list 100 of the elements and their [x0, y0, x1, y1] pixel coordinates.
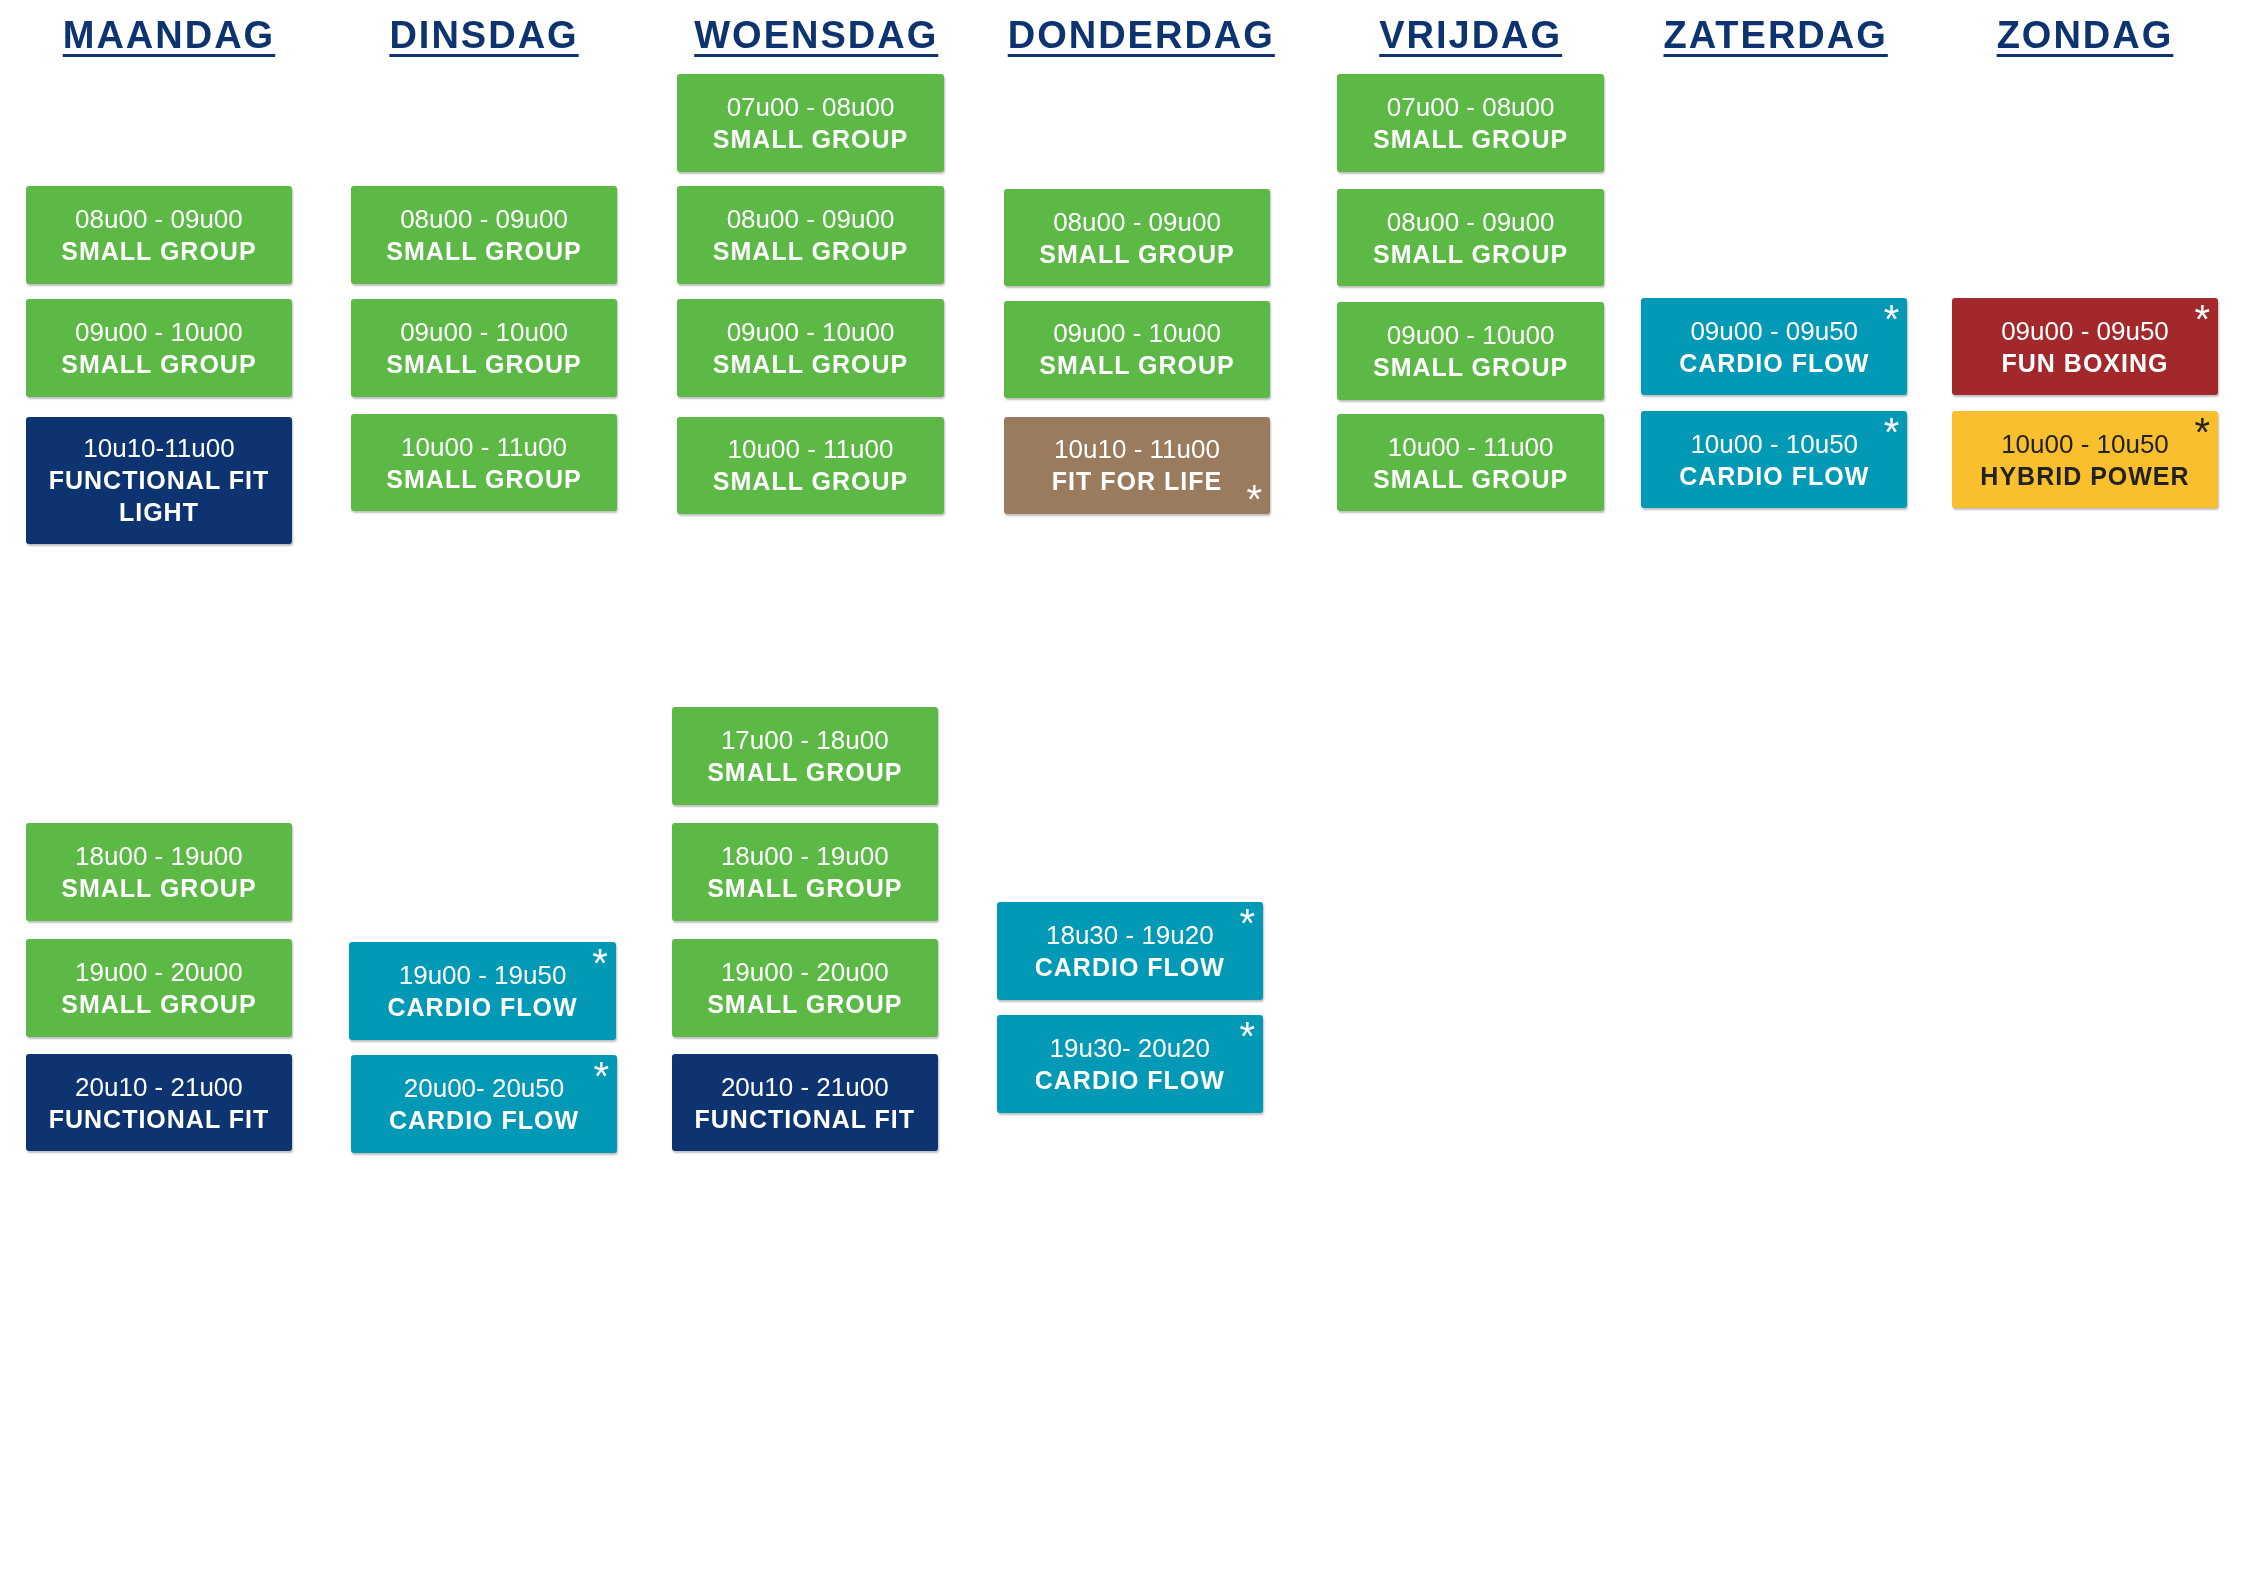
class-block	[1951, 297, 2219, 396]
time-slot: 20u00- 20u50	[403, 1072, 565, 1105]
class-name: SMALL GROUP	[60, 873, 258, 905]
time-slot: 18u30 - 19u20	[1046, 918, 1214, 951]
time-slot: 18u00 - 19u00	[720, 840, 889, 873]
class-block	[671, 823, 938, 921]
class-block	[1337, 302, 1604, 400]
time-slot: 08u00 - 09u00	[1053, 205, 1221, 238]
class-name: CARDIO FLOW	[387, 1105, 581, 1137]
day-heading: VRIJDAG	[1379, 14, 1563, 57]
class-name: SMALL GROUP	[706, 873, 904, 905]
class-name: SMALL GROUP	[1372, 124, 1570, 156]
day-heading: ZATERDAG	[1663, 14, 1888, 57]
time-slot: 07u00 - 08u00	[726, 91, 895, 124]
time-slot: 10u00 - 11u00	[727, 433, 894, 466]
asterisk-mark: *	[1246, 484, 1263, 509]
time-slot: 10u00 - 10u50	[1690, 427, 1859, 460]
class-name: SMALL GROUP	[60, 235, 258, 267]
time-slot: 10u10 - 11u00	[1054, 433, 1220, 466]
time-slot: 09u00 - 10u00	[726, 315, 895, 348]
class-name: SMALL GROUP	[385, 463, 583, 495]
asterisk-mark: *	[2194, 303, 2211, 328]
class-name: SMALL GROUP	[1038, 238, 1236, 270]
asterisk-mark: *	[2194, 416, 2211, 441]
class-name: SMALL GROUP	[60, 989, 258, 1021]
class-name: CARDIO FLOW	[1678, 460, 1871, 492]
class-name: CARDIO FLOW	[386, 991, 579, 1023]
time-slot: 20u10 - 21u00	[75, 1070, 243, 1103]
time-slot: 20u10 - 21u00	[720, 1070, 889, 1103]
class-name: SMALL GROUP	[711, 235, 910, 267]
time-slot: 18u00 - 19u00	[75, 840, 243, 873]
time-slot: 09u00 - 10u00	[1053, 317, 1221, 350]
class-block	[25, 823, 293, 921]
time-slot: 10u00 - 11u00	[1387, 430, 1554, 463]
class-block	[1337, 189, 1604, 287]
class-block	[25, 299, 293, 397]
class-name: SMALL GROUP	[711, 124, 910, 156]
time-slot: 10u10-11u00	[83, 432, 235, 465]
asterisk-mark: *	[1883, 416, 1900, 441]
class-name: SMALL GROUP	[706, 989, 904, 1021]
class-name: SMALL GROUP	[711, 348, 910, 380]
class-block	[25, 186, 293, 284]
class-block	[671, 707, 938, 805]
time-slot: 08u00 - 09u00	[726, 202, 895, 235]
class-block	[1641, 297, 1908, 396]
asterisk-mark: *	[593, 1061, 610, 1086]
time-slot: 08u00 - 09u00	[75, 202, 243, 235]
class-block	[1003, 416, 1271, 515]
class-block	[677, 416, 944, 515]
day-heading: DINSDAG	[389, 14, 579, 57]
class-block	[25, 416, 293, 545]
class-name: FUNCTIONAL FIT LIGHT	[47, 465, 271, 529]
class-block	[1003, 189, 1271, 287]
asterisk-mark: *	[1239, 1021, 1255, 1046]
class-name: FUNCTIONAL FIT	[693, 1103, 916, 1135]
class-block	[350, 186, 618, 284]
class-block	[1641, 410, 1908, 509]
time-slot: 17u00 - 18u00	[720, 724, 889, 757]
class-name: CARDIO FLOW	[1033, 951, 1226, 983]
time-slot: 09u00 - 09u50	[2001, 314, 2169, 347]
class-block	[677, 299, 944, 397]
class-name: SMALL GROUP	[1372, 351, 1570, 383]
class-block	[25, 939, 293, 1037]
class-name: SMALL GROUP	[1372, 463, 1570, 495]
class-block	[350, 413, 618, 512]
asterisk-mark: *	[1883, 303, 1900, 328]
class-name: HYBRID POWER	[1979, 460, 2191, 492]
class-block	[1951, 410, 2219, 509]
time-slot: 08u00 - 09u00	[1386, 205, 1555, 238]
time-slot: 07u00 - 08u00	[1386, 91, 1555, 124]
asterisk-mark: *	[592, 948, 608, 973]
time-slot: 10u00 - 11u00	[401, 430, 567, 463]
asterisk-mark: *	[1239, 908, 1255, 933]
class-block	[1003, 300, 1271, 399]
class-name: SMALL GROUP	[385, 235, 583, 267]
class-block	[350, 1055, 618, 1153]
time-slot: 09u00 - 09u50	[1690, 314, 1859, 347]
class-name: FIT FOR LIFE	[1050, 466, 1224, 498]
class-block	[1337, 413, 1604, 512]
day-heading: ZONDAG	[1996, 14, 2174, 57]
class-name: SMALL GROUP	[60, 348, 258, 380]
class-block	[677, 74, 944, 172]
class-name: SMALL GROUP	[1038, 350, 1236, 382]
time-slot: 09u00 - 10u00	[1386, 318, 1555, 351]
class-block	[671, 1053, 938, 1152]
day-heading: DONDERDAG	[1007, 14, 1275, 57]
class-name: CARDIO FLOW	[1033, 1064, 1226, 1096]
class-block	[349, 942, 616, 1040]
class-name: SMALL GROUP	[706, 757, 904, 789]
class-name: FUN BOXING	[2000, 347, 2170, 379]
time-slot: 09u00 - 10u00	[75, 315, 243, 348]
day-heading: WOENSDAG	[694, 14, 939, 57]
time-slot: 19u00 - 19u50	[398, 958, 567, 991]
class-name: SMALL GROUP	[385, 348, 583, 380]
class-block	[996, 902, 1263, 1000]
time-slot: 19u30- 20u20	[1049, 1031, 1211, 1064]
time-slot: 08u00 - 09u00	[400, 202, 568, 235]
class-block	[25, 1053, 293, 1152]
class-name: SMALL GROUP	[1372, 238, 1570, 270]
time-slot: 19u00 - 20u00	[720, 956, 889, 989]
